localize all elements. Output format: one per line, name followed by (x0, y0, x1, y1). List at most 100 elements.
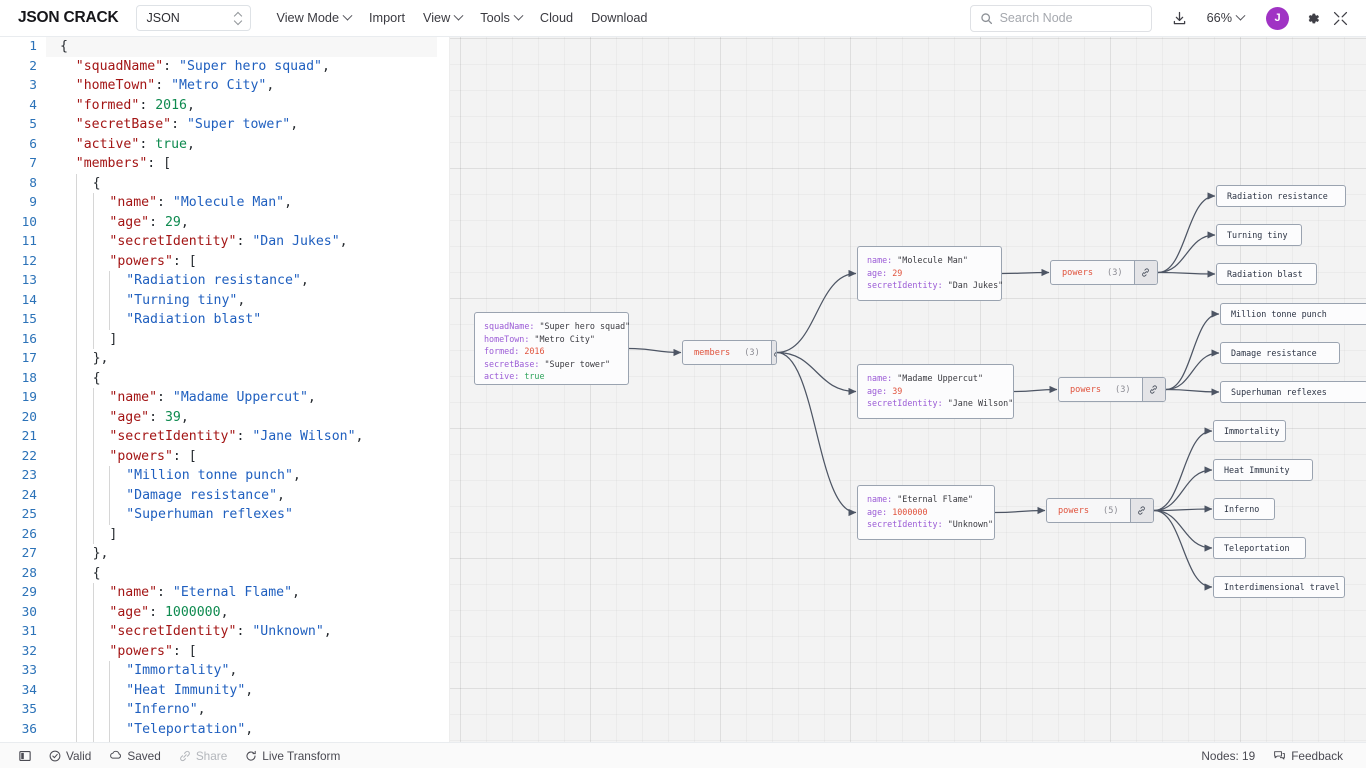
token-key: "squadName" (75, 58, 164, 74)
code-line[interactable]: 36"Teleportation", (0, 719, 437, 739)
code-line[interactable]: 1{ (0, 37, 437, 57)
graph-node-powers-1[interactable]: powers(3) (1050, 260, 1158, 285)
code-line[interactable]: 25"Superhuman reflexes" (0, 505, 437, 525)
code-line[interactable]: 16] (0, 329, 437, 349)
code-line[interactable]: 5"secretBase": "Super tower", (0, 115, 437, 135)
code-line[interactable]: 29"name": "Eternal Flame", (0, 583, 437, 603)
status-valid[interactable]: Valid (40, 749, 100, 763)
code-line[interactable]: 28{ (0, 563, 437, 583)
zoom-level-control[interactable]: 66% (1200, 7, 1251, 29)
graph-node-leaf[interactable]: Million tonne punch (1220, 303, 1366, 325)
indent-guide (75, 407, 77, 427)
search-input[interactable] (999, 11, 1142, 25)
menu-tools[interactable]: Tools (471, 6, 531, 30)
code-editor[interactable]: 1{2"squadName": "Super hero squad",3"hom… (0, 37, 437, 742)
code-line[interactable]: 15"Radiation blast" (0, 310, 437, 330)
line-number: 7 (29, 156, 37, 171)
code-line[interactable]: 24"Damage resistance", (0, 485, 437, 505)
node-row-key: active: (484, 371, 525, 382)
status-share[interactable]: Share (170, 749, 236, 763)
graph-node-root[interactable]: squadName: "Super hero squad"homeTown: "… (474, 312, 630, 385)
menu-view-mode[interactable]: View Mode (267, 6, 360, 30)
code-line-content: "age": 1000000, (46, 602, 437, 622)
indent-guide (75, 349, 77, 369)
format-select[interactable]: JSON (136, 5, 252, 31)
indent-guide (75, 661, 77, 681)
code-line-content: "Damage resistance", (46, 485, 437, 505)
code-line[interactable]: 18{ (0, 368, 437, 388)
graph-node-powers-2[interactable]: powers(3) (1058, 377, 1166, 402)
code-line[interactable]: 31"secretIdentity": "Unknown", (0, 622, 437, 642)
graph-node-leaf[interactable]: Inferno (1213, 498, 1275, 520)
code-line[interactable]: 12"powers": [ (0, 251, 437, 271)
code-line[interactable]: 22"powers": [ (0, 446, 437, 466)
code-line[interactable]: 33"Immortality", (0, 661, 437, 681)
graph-node-leaf[interactable]: Interdimensional travel (1213, 576, 1345, 598)
code-line[interactable]: 4"formed": 2016, (0, 96, 437, 116)
avatar[interactable]: J (1266, 6, 1289, 30)
status-live-transform[interactable]: Live Transform (236, 749, 349, 763)
code-line[interactable]: 9"name": "Molecule Man", (0, 193, 437, 213)
link-icon[interactable] (1141, 378, 1165, 401)
code-line[interactable]: 17}, (0, 349, 437, 369)
token-punct: { (60, 39, 68, 54)
code-line[interactable]: 13"Radiation resistance", (0, 271, 437, 291)
graph-node-leaf[interactable]: Radiation resistance (1216, 185, 1346, 207)
app-logo[interactable]: JSON CRACK (18, 9, 119, 26)
menu-cloud[interactable]: Cloud (531, 6, 582, 30)
link-icon[interactable] (770, 341, 776, 364)
code-line[interactable]: 37"Interdimensional travel" (0, 739, 437, 742)
code-line[interactable]: 23"Million tonne punch", (0, 466, 437, 486)
menu-download[interactable]: Download (582, 6, 656, 30)
menu-view[interactable]: View (414, 6, 471, 30)
code-line[interactable]: 27}, (0, 544, 437, 564)
code-line-content: "secretIdentity": "Jane Wilson", (46, 427, 437, 447)
menu-import[interactable]: Import (360, 6, 414, 30)
graph-node-leaf[interactable]: Immortality (1213, 420, 1286, 442)
code-line[interactable]: 7"members": [ (0, 154, 437, 174)
graph-node-members[interactable]: members(3) (682, 340, 777, 365)
code-line[interactable]: 30"age": 1000000, (0, 602, 437, 622)
graph-node-leaf[interactable]: Teleportation (1213, 537, 1306, 559)
panel-toggle-button[interactable] (10, 750, 40, 762)
node-row-value: "Super tower" (544, 358, 611, 369)
fullscreen-button[interactable] (1326, 4, 1354, 32)
pane-divider[interactable] (437, 37, 450, 742)
graph-node-leaf[interactable]: Turning tiny (1216, 224, 1302, 246)
graph-node-leaf[interactable]: Superhuman reflexes (1220, 381, 1366, 403)
feedback-button[interactable]: Feedback (1264, 749, 1352, 763)
code-line-content: { (46, 563, 437, 583)
status-saved[interactable]: Saved (100, 749, 169, 763)
code-line[interactable]: 32"powers": [ (0, 641, 437, 661)
link-icon[interactable] (1129, 499, 1153, 522)
code-line[interactable]: 11"secretIdentity": "Dan Jukes", (0, 232, 437, 252)
code-line[interactable]: 6"active": true, (0, 135, 437, 155)
code-line[interactable]: 19"name": "Madame Uppercut", (0, 388, 437, 408)
code-line[interactable]: 21"secretIdentity": "Jane Wilson", (0, 427, 437, 447)
code-line[interactable]: 20"age": 39, (0, 407, 437, 427)
code-line[interactable]: 26] (0, 524, 437, 544)
code-line[interactable]: 10"age": 29, (0, 212, 437, 232)
graph-node-leaf[interactable]: Heat Immunity (1213, 459, 1313, 481)
code-line[interactable]: 35"Inferno", (0, 700, 437, 720)
code-line[interactable]: 14"Turning tiny", (0, 290, 437, 310)
code-line[interactable]: 8{ (0, 173, 437, 193)
link-icon[interactable] (1133, 261, 1157, 284)
search-node-box[interactable] (969, 4, 1152, 32)
graph-canvas[interactable]: squadName: "Super hero squad"homeTown: "… (450, 37, 1366, 742)
code-line[interactable]: 2"squadName": "Super hero squad", (0, 57, 437, 77)
code-line[interactable]: 34"Heat Immunity", (0, 680, 437, 700)
token-key: "powers" (109, 643, 173, 659)
code-line[interactable]: 3"homeTown": "Metro City", (0, 76, 437, 96)
json-editor-pane[interactable]: 1{2"squadName": "Super hero squad",3"hom… (0, 37, 437, 742)
editor-scrollbar[interactable] (429, 37, 436, 742)
graph-node-leaf[interactable]: Radiation blast (1216, 263, 1317, 285)
settings-button[interactable] (1298, 4, 1326, 32)
download-button[interactable] (1166, 4, 1194, 32)
code-line-content: { (46, 37, 437, 57)
graph-node-leaf[interactable]: Damage resistance (1220, 342, 1340, 364)
graph-node-powers-3[interactable]: powers(5) (1046, 498, 1154, 523)
